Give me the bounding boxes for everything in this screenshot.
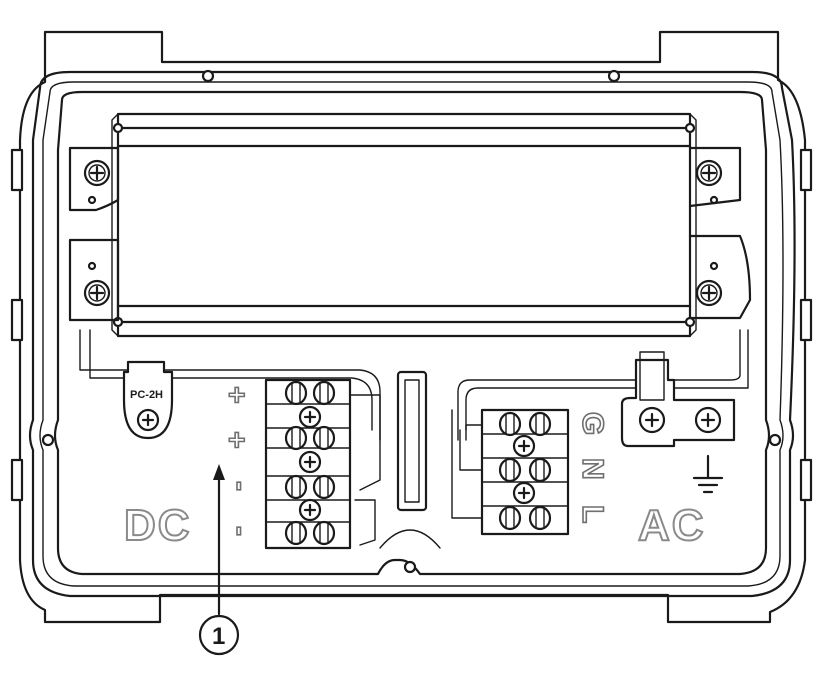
callout-number: 1 [212, 623, 225, 650]
ac-label-g: G [576, 412, 609, 435]
screw-bottom-left [83, 279, 111, 307]
ground-symbol [692, 454, 724, 494]
relay-pc-2h: PC-2H [122, 360, 174, 440]
dc-section-label: DC [124, 501, 192, 550]
dc-terminal-block [264, 378, 352, 550]
screw-top-left [83, 159, 111, 187]
screw-top-right [695, 159, 723, 187]
center-divider [379, 370, 441, 549]
ac-label-l: L [576, 505, 609, 523]
enclosure-housing [10, 30, 813, 624]
power-module [68, 112, 752, 338]
module-screws [83, 159, 723, 307]
dc-label-1: + [228, 379, 246, 412]
dc-label-2: + [228, 424, 246, 457]
ac-screw-row-l [498, 505, 552, 531]
dc-label-3: - [224, 481, 257, 491]
ac-section-label: AC [638, 501, 706, 550]
ac-label-n: N [576, 458, 609, 480]
ac-terminal-block [480, 408, 570, 536]
relay-label: PC-2H [130, 389, 163, 401]
screw-bottom-right [695, 279, 723, 307]
ac-screw-row-g [498, 411, 552, 458]
dc-screw-row-1 [284, 380, 336, 429]
dc-screw-row-4 [284, 520, 336, 546]
ground-bar [620, 351, 736, 448]
dc-polarity-labels: + + - - [223, 378, 258, 537]
dc-screw-row-2 [284, 425, 336, 474]
ac-terminal-labels: G N L [575, 411, 610, 524]
dc-screw-row-3 [284, 474, 336, 522]
dc-label-4: - [224, 526, 257, 536]
callout-1: 1 [198, 464, 240, 656]
ac-screw-row-n [498, 457, 552, 505]
